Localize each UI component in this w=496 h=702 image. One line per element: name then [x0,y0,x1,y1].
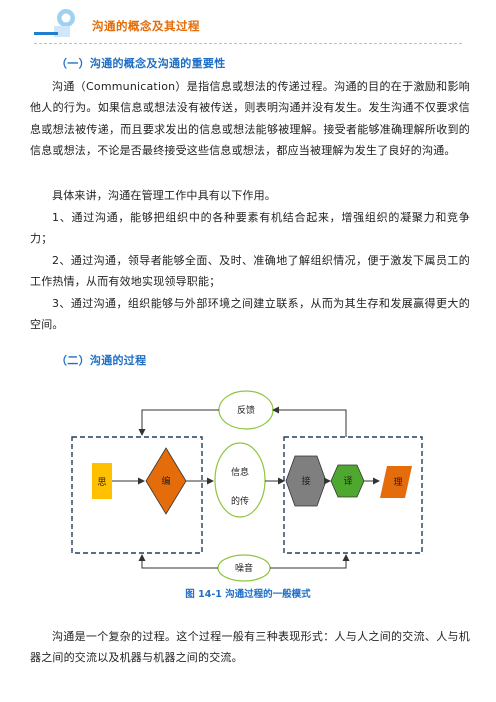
header-logo-icon [54,9,75,37]
figure-caption: 图 14-1 沟通过程的一般模式 [185,589,311,600]
understand-node [380,466,412,498]
paragraph-roles-intro: 具体来讲，沟通在管理工作中具有以下作用。 [52,189,276,202]
paragraph-role-1: 1、通过沟通，能够把组织中的各种要素有机结合起来，增强组织的凝聚力和竞争力； [30,211,470,246]
decode-node [330,464,365,498]
feedback-label: 反馈 [237,404,255,416]
section-heading-concept: （一）沟通的概念及沟通的重要性 [56,57,226,70]
page-header: 沟通的概念及其过程 [0,0,496,46]
channel-label-line2: 的传 [231,495,249,507]
paragraph-role-3: 3、通过沟通，组织能够与外部环境之间建立联系，从而为其生存和发展赢得更大的空间。 [30,297,470,332]
header-accent-bar [34,32,58,35]
thought-label: 思 [97,477,106,488]
noise-arrow-to-receiver [270,554,350,569]
encode-node [145,447,187,515]
understand-label: 理 [393,477,402,488]
channel-ellipse [214,442,266,518]
communication-process-diagram: 反馈 信息 的传 噪音 思 编 接 译 理 [71,390,423,582]
feedback-arrow-from-receiver [272,406,347,437]
receive-label: 接 [301,475,310,487]
paragraph-definition: 沟通（Communication）是指信息或想法的传递过程。沟通的目的在于激励和… [30,80,470,158]
noise-label: 噪音 [235,562,253,574]
paragraph-closing: 沟通是一个复杂的过程。这个过程一般有三种表现形式：人与人之间的交流、人与机器之间… [30,630,470,665]
feedback-arrow-to-sender [138,409,219,436]
page-title: 沟通的概念及其过程 [92,19,200,33]
channel-label-line1: 信息 [231,466,249,478]
sender-dashed-box [71,436,203,554]
encode-label: 编 [161,475,170,487]
decode-label: 译 [343,476,352,487]
header-divider [34,43,462,44]
receiver-dashed-box [283,436,423,554]
thought-node [92,463,112,499]
section-heading-process: （二）沟通的过程 [56,354,147,367]
receive-node [285,455,327,507]
paragraph-role-2: 2、通过沟通，领导者能够全面、及时、准确地了解组织情况，便于激发下属员工的工作热… [30,254,470,289]
noise-arrow-to-sender [138,554,218,569]
